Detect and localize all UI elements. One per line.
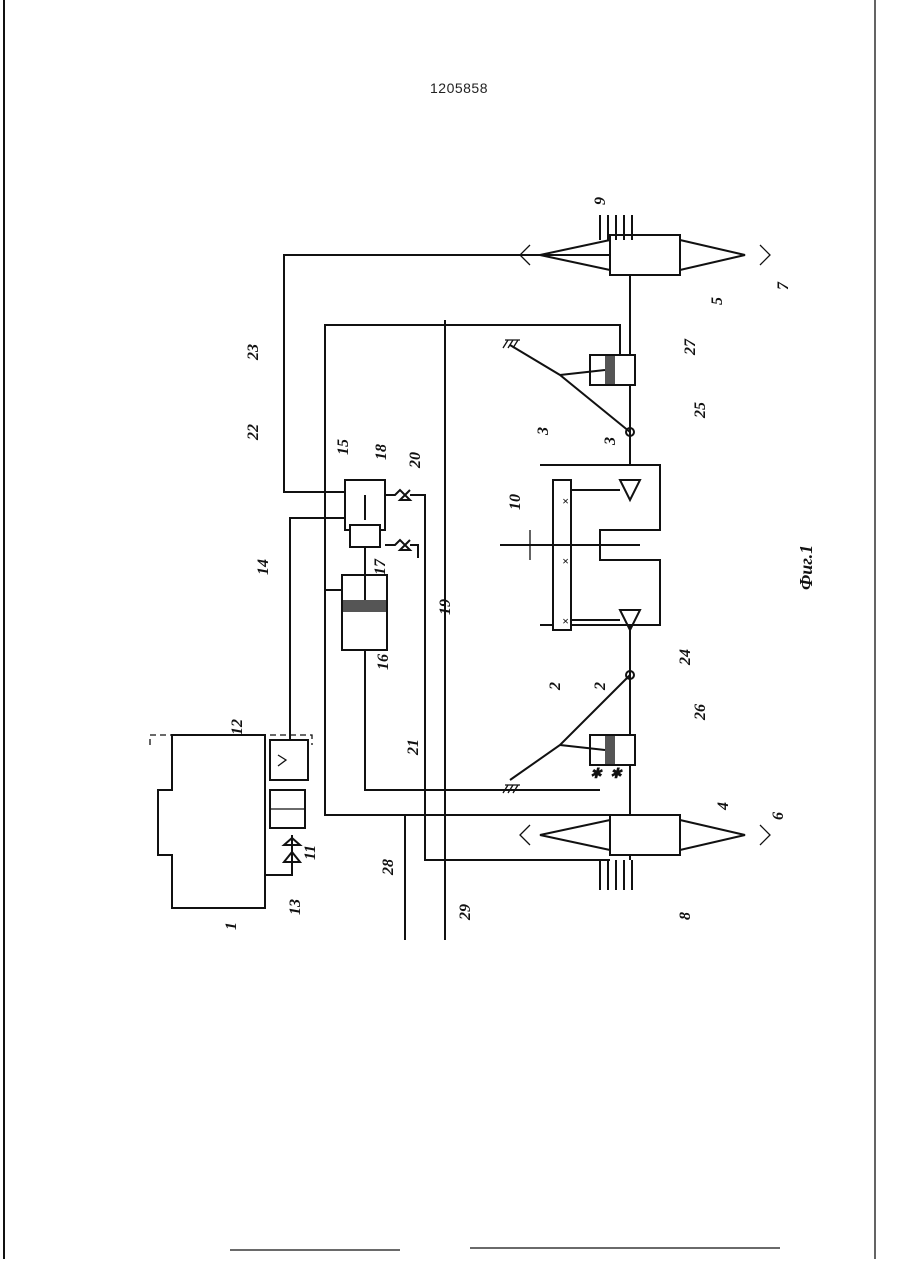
line-to-27 — [325, 325, 620, 590]
ref-18: 18 — [373, 444, 390, 460]
line-20 — [410, 495, 610, 860]
line-21 — [365, 650, 600, 790]
pump-12 — [270, 740, 308, 780]
brake-actuator-26: ✱ ✱ — [503, 675, 635, 793]
distributor-15 — [345, 480, 385, 547]
line-19 — [410, 545, 418, 558]
svg-text:×: × — [562, 494, 569, 508]
ref-27: 27 — [682, 338, 699, 356]
line-14 — [290, 518, 345, 740]
patent-number: 1205858 — [430, 80, 488, 96]
ref-29: 29 — [457, 904, 474, 921]
ref-24: 24 — [677, 649, 694, 666]
ref-28: 28 — [380, 859, 397, 876]
brake-disc-8 — [600, 860, 632, 890]
svg-text:✱: ✱ — [610, 767, 623, 782]
line-23 — [284, 255, 612, 492]
ref-3a: 3 — [535, 427, 552, 436]
ref-2b: 2 — [592, 682, 609, 691]
ref-25: 25 — [692, 402, 709, 419]
ref-14: 14 — [255, 559, 272, 575]
wheel-4 — [520, 815, 770, 855]
ref-9: 9 — [592, 197, 609, 205]
ref-21: 21 — [405, 739, 422, 756]
brake-actuator-27 — [503, 340, 635, 432]
ref-11: 11 — [302, 845, 319, 860]
valves-17-18 — [385, 490, 410, 550]
ref-5: 5 — [709, 297, 726, 305]
ref-7: 7 — [775, 281, 792, 290]
svg-text:×: × — [562, 554, 569, 568]
valve-13 — [265, 835, 300, 875]
ref-17: 17 — [372, 558, 389, 575]
ref-15: 15 — [335, 439, 352, 455]
ref-10: 10 — [507, 494, 524, 510]
ref-22: 22 — [245, 424, 262, 441]
ref-8: 8 — [677, 912, 694, 920]
figure-caption: Фиг.1 — [796, 545, 816, 590]
svg-text:✱: ✱ — [590, 767, 603, 782]
filter-11 — [270, 790, 305, 828]
ref-2a: 2 — [547, 682, 564, 691]
ref-13: 13 — [287, 899, 304, 915]
ref-12: 12 — [229, 719, 246, 735]
ref-3b: 3 — [602, 437, 619, 446]
ref-20: 20 — [407, 452, 424, 469]
ref-26: 26 — [692, 704, 709, 721]
bevel-gear-3 — [571, 480, 640, 500]
ref-23: 23 — [245, 344, 262, 361]
ref-19: 19 — [437, 599, 454, 615]
ref-4: 4 — [715, 802, 732, 811]
ref-6: 6 — [770, 812, 787, 820]
ref-16: 16 — [375, 654, 392, 670]
svg-text:×: × — [562, 614, 569, 628]
ref-1: 1 — [223, 922, 240, 930]
